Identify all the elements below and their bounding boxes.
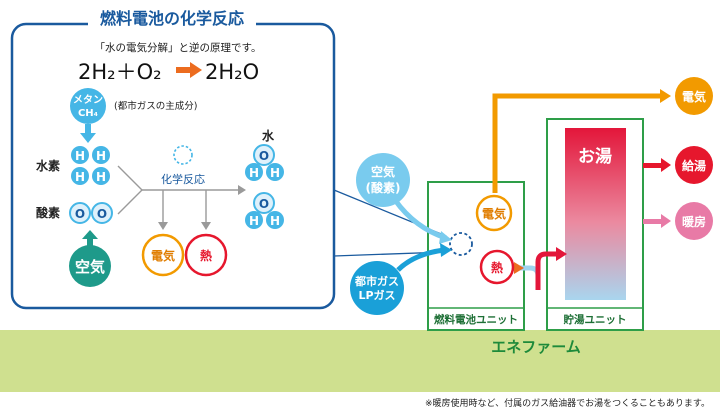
out-hot-water-label: 給湯 [682,158,706,173]
gas-input-label: 都市ガス [354,274,399,288]
hydrogen-label: 水素 [36,158,60,173]
o-atom: O [259,197,269,211]
heat-pipe [513,247,567,290]
equation-rhs: 2H₂O [205,60,259,84]
output-hot-water: 給湯 [643,146,713,184]
methane-circle: メタン CH₄ [70,88,106,124]
electricity-label: 電気 [151,248,175,263]
fuel-cell-unit-frame [427,181,525,331]
output-heating: 暖房 [643,202,713,240]
h-atom: H [249,166,259,180]
equation-lhs: 2H₂＋O₂ [78,60,162,84]
oxygen-label: 酸素 [36,205,60,220]
output-electricity: 電気 [675,77,713,115]
ground-band [0,330,720,392]
hydrogen-atoms: H H H H [71,146,110,185]
panel-title-bg [88,6,256,30]
city-gas-circle [350,261,404,315]
gas-input-sub: LPガス [358,288,395,302]
air-input-label: 空気 [371,164,395,179]
reaction-arrowheads [158,185,246,230]
air-oxygen-circle [356,153,410,207]
storage-unit-frame [546,118,644,331]
panel-title: 燃料電池の化学反応 [100,9,244,28]
methane-label: メタン [73,94,103,106]
hot-water-label: お湯 [578,147,612,167]
electron-dashed-circle [173,145,193,165]
city-gas-note: (都市ガスの主成分) [114,100,197,112]
air-input-sub: (酸素) [366,180,401,195]
o-atom: O [75,207,85,221]
air-label: 空気 [75,258,105,276]
air-input: 空気 (酸素) [356,153,452,244]
reaction-label: 化学反応 [161,172,205,186]
out-heating-label: 暖房 [682,214,706,229]
hot-water-tank [565,128,626,300]
gas-input: 都市ガス LPガス [350,243,452,315]
h-atom: H [96,170,106,184]
out-electricity-label: 電気 [682,89,706,104]
h-atom: H [75,149,85,163]
methane-formula: CH₄ [78,108,98,119]
h-atom: H [96,149,106,163]
electricity-output-line [492,89,671,193]
heat-circle [184,233,228,277]
reaction-dashed-circle [449,232,473,256]
fc-heat-label: 熱 [491,260,503,275]
oxygen-atoms: O O [69,202,113,224]
equation-arrow-icon [176,62,202,78]
o-atom: O [97,207,107,221]
heat-arrow-icon [514,262,524,274]
h-atom: H [75,170,85,184]
h-atom: H [270,166,280,180]
reaction-panel: 燃料電池の化学反応 「水の電気分解」と逆の原理です。 2H₂＋O₂ 2H₂O メ… [10,6,336,310]
heat-circle [479,249,515,285]
down-arrow-icon [80,124,96,143]
water-molecule: O H H [245,192,284,229]
water-molecule: O H H [245,144,284,181]
air-up-arrow-icon [82,230,98,246]
h-atom: H [249,214,259,228]
fuel-cell-unit-label: 燃料電池ユニット [434,313,518,326]
storage-unit-label: 貯湯ユニット [564,313,627,326]
footnote: ※暖房使用時など、付属のガス給油器でお湯をつくることもあります。 [425,397,710,409]
heat-label: 熱 [200,248,212,263]
reaction-lines [117,165,238,223]
electricity-circle [475,194,513,232]
electricity-circle [141,233,185,277]
h-atom: H [270,214,280,228]
fc-electricity-label: 電気 [482,206,506,221]
water-label: 水 [262,128,275,143]
air-circle [69,245,111,287]
o-atom: O [259,149,269,163]
principle-text: 「水の電気分解」と逆の原理です。 [95,41,262,54]
brand-label: エネファーム [491,338,581,356]
